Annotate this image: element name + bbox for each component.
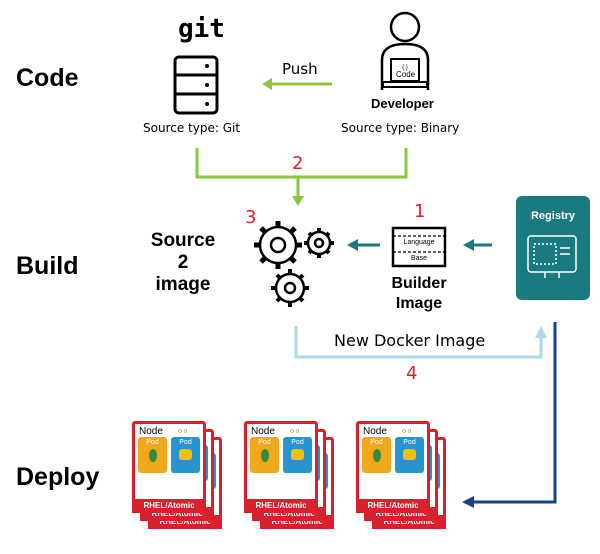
registry-box	[516, 196, 590, 300]
deploy-connector	[462, 322, 557, 508]
git-logo: git	[178, 14, 225, 44]
s2i-line2: 2	[177, 252, 189, 273]
pod-blue: Pod	[283, 437, 312, 473]
node-label: Node	[363, 426, 387, 437]
status-dots: ○○	[290, 428, 301, 435]
pod-orange: Pod	[138, 437, 167, 473]
builder-line1: Builder	[391, 275, 447, 292]
cat-icon	[403, 449, 416, 460]
node-card: Node ○○ Pod Pod RHEL/Atomic	[244, 421, 318, 513]
card-footer: RHEL/Atomic	[132, 499, 206, 513]
registry-icon	[527, 235, 577, 278]
pod-label: Pod	[370, 439, 383, 446]
node-label: Node	[139, 426, 163, 437]
status-dots: ○○	[402, 428, 413, 435]
registry-label: Registry	[530, 210, 576, 222]
stage-build: Build	[16, 252, 79, 280]
node-card: Node ○○ Pod Pod RHEL/Atomic	[132, 421, 206, 513]
stage-deploy: Deploy	[16, 463, 100, 491]
teal-arrows	[347, 239, 492, 251]
s2i-line3: image	[155, 274, 211, 295]
s2i-label: Source 2 image	[140, 230, 226, 296]
leaf-icon	[148, 449, 157, 462]
pod-orange: Pod	[250, 437, 279, 473]
s2i-line1: Source	[150, 230, 216, 251]
stage-code: Code	[16, 64, 79, 92]
pod-label: Pod	[179, 439, 192, 446]
leaf-icon	[260, 449, 269, 462]
source-connector	[195, 148, 408, 197]
leaf-icon	[372, 449, 381, 462]
card-footer: RHEL/Atomic	[356, 499, 430, 513]
status-dots: ○○	[178, 428, 189, 435]
builder-image-label: Builder Image	[379, 274, 459, 314]
cat-icon	[291, 449, 304, 460]
pod-label: Pod	[258, 439, 271, 446]
pod-label: Pod	[146, 439, 159, 446]
node-label: Node	[251, 426, 275, 437]
builder-image-icon	[391, 226, 447, 268]
developer-source-type: Source type: Binary	[341, 121, 460, 135]
cat-icon	[179, 449, 192, 460]
developer-label: Developer	[371, 96, 434, 111]
pod-blue: Pod	[171, 437, 200, 473]
pod-label: Pod	[403, 439, 416, 446]
developer-icon: { }	[380, 11, 430, 90]
builder-top-label: Language	[403, 239, 435, 246]
new-image-label: New Docker Image	[334, 331, 486, 350]
new-image-connector	[294, 326, 547, 359]
step-2: 2	[292, 153, 304, 174]
step-3: 3	[245, 207, 257, 228]
step-4: 4	[406, 363, 418, 384]
step-1: 1	[414, 201, 426, 222]
pod-blue: Pod	[395, 437, 424, 473]
builder-bottom-label: Base	[411, 255, 427, 262]
node-card: Node ○○ Pod Pod RHEL/Atomic	[356, 421, 430, 513]
database-icon	[173, 55, 219, 115]
builder-line2: Image	[395, 295, 443, 312]
svg-text:{ }: { }	[402, 65, 408, 71]
pod-label: Pod	[291, 439, 304, 446]
push-label: Push	[282, 60, 318, 78]
pod-orange: Pod	[362, 437, 391, 473]
git-source-type: Source type: Git	[143, 121, 241, 135]
gears-icon	[254, 221, 334, 307]
developer-laptop-text: Code	[396, 70, 416, 79]
card-footer: RHEL/Atomic	[244, 499, 318, 513]
